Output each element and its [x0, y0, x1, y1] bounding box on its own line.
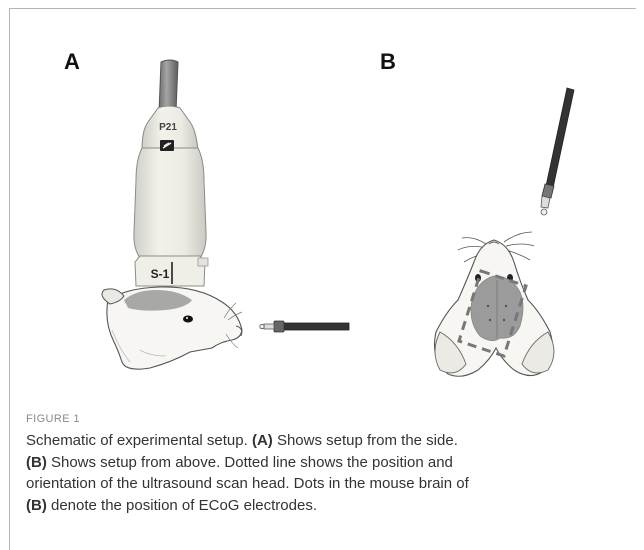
figure-caption: Schematic of experimental setup. (A) Sho…: [26, 430, 626, 516]
probe-model-text: S-1: [151, 267, 170, 281]
figure-label: FIGURE 1: [26, 413, 80, 425]
caption-text: Shows setup from the side.: [273, 432, 458, 449]
ultrasound-probe: P21 S-1: [134, 60, 208, 286]
caption-line-2: (B) Shows setup from above. Dotted line …: [26, 452, 626, 474]
caption-text: Schematic of experimental setup.: [26, 432, 252, 449]
probe-brand-text: P21: [159, 122, 177, 133]
ecog-electrode-side: [260, 321, 349, 332]
caption-line-3: orientation of the ultrasound scan head.…: [26, 473, 626, 495]
mouse-top-view: [435, 232, 555, 376]
caption-panel-ref-b: (B): [26, 454, 47, 471]
caption-text: orientation of the ultrasound scan head.…: [26, 475, 469, 492]
caption-panel-ref-b: (B): [26, 497, 47, 514]
caption-line-4: (B) denote the position of ECoG electrod…: [26, 495, 626, 517]
caption-text: Shows setup from above. Dotted line show…: [47, 454, 453, 471]
caption-line-1: Schematic of experimental setup. (A) Sho…: [26, 430, 626, 452]
schematic-illustration: P21 S-1: [0, 0, 644, 410]
caption-panel-ref-a: (A): [252, 432, 273, 449]
caption-text: denote the position of ECoG electrodes.: [47, 497, 317, 514]
ecog-electrode-top: [541, 88, 574, 215]
mouse-side-view: [102, 287, 242, 369]
